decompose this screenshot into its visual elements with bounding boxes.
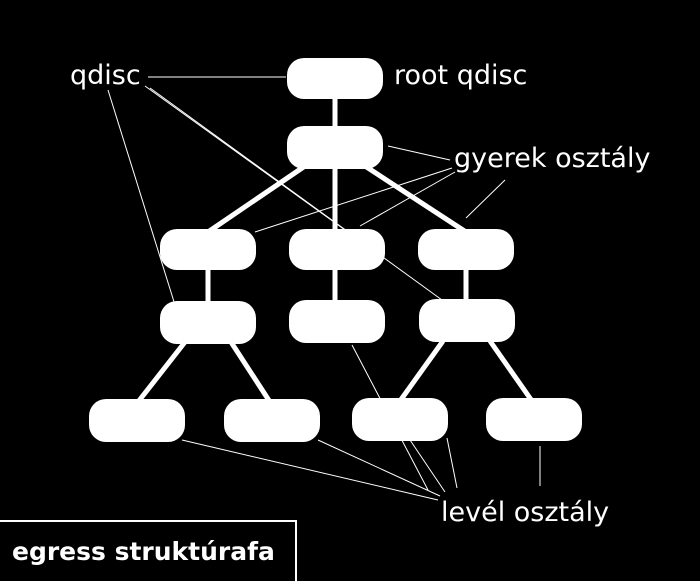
node-root-qdisc — [287, 58, 383, 99]
caption-box: egress struktúrafa — [0, 520, 297, 581]
pointer-child-left — [254, 167, 453, 233]
tree-edges — [136, 96, 535, 404]
node-class-mid — [289, 229, 385, 270]
annotation-lines — [107, 76, 541, 501]
node-leaf-1 — [89, 399, 185, 442]
caption-text: egress struktúrafa — [12, 537, 275, 566]
edge-rightq-leaf4 — [487, 339, 535, 403]
node-leaf-2 — [224, 399, 320, 442]
pointer-child-main — [387, 145, 451, 161]
pointer-child-right — [465, 179, 506, 219]
edge-rightq-leaf3 — [397, 339, 446, 403]
node-child-class — [287, 126, 383, 169]
pointer-child-mid — [359, 171, 456, 227]
label-qdisc: qdisc — [70, 60, 141, 91]
node-class-left — [160, 229, 256, 270]
edge-child-right — [363, 163, 468, 235]
label-leaf-class: levél osztály — [441, 497, 610, 528]
pointer-qdisc-right — [149, 87, 443, 301]
label-child-class: gyerek osztály — [454, 143, 651, 174]
pointer-leaf-3b — [446, 437, 458, 489]
pointer-qdisc-left — [107, 89, 176, 306]
node-leaf-4 — [486, 398, 582, 441]
label-root-qdisc: root qdisc — [394, 60, 528, 91]
node-leaf-mid — [289, 300, 385, 343]
node-class-right — [418, 229, 514, 270]
node-leaf-3 — [352, 398, 448, 441]
edge-leftq-leaf1 — [136, 340, 187, 404]
pointer-leaf-1 — [181, 439, 439, 501]
tree-nodes — [89, 58, 582, 442]
edge-child-left — [206, 163, 307, 235]
node-qdisc-right — [419, 299, 515, 342]
pointer-leaf-3 — [409, 439, 446, 493]
pointer-qdisc-mid — [144, 85, 346, 231]
pointer-leaf-2 — [317, 439, 441, 497]
edge-leftq-leaf2 — [228, 340, 273, 404]
node-qdisc-left — [160, 301, 256, 344]
